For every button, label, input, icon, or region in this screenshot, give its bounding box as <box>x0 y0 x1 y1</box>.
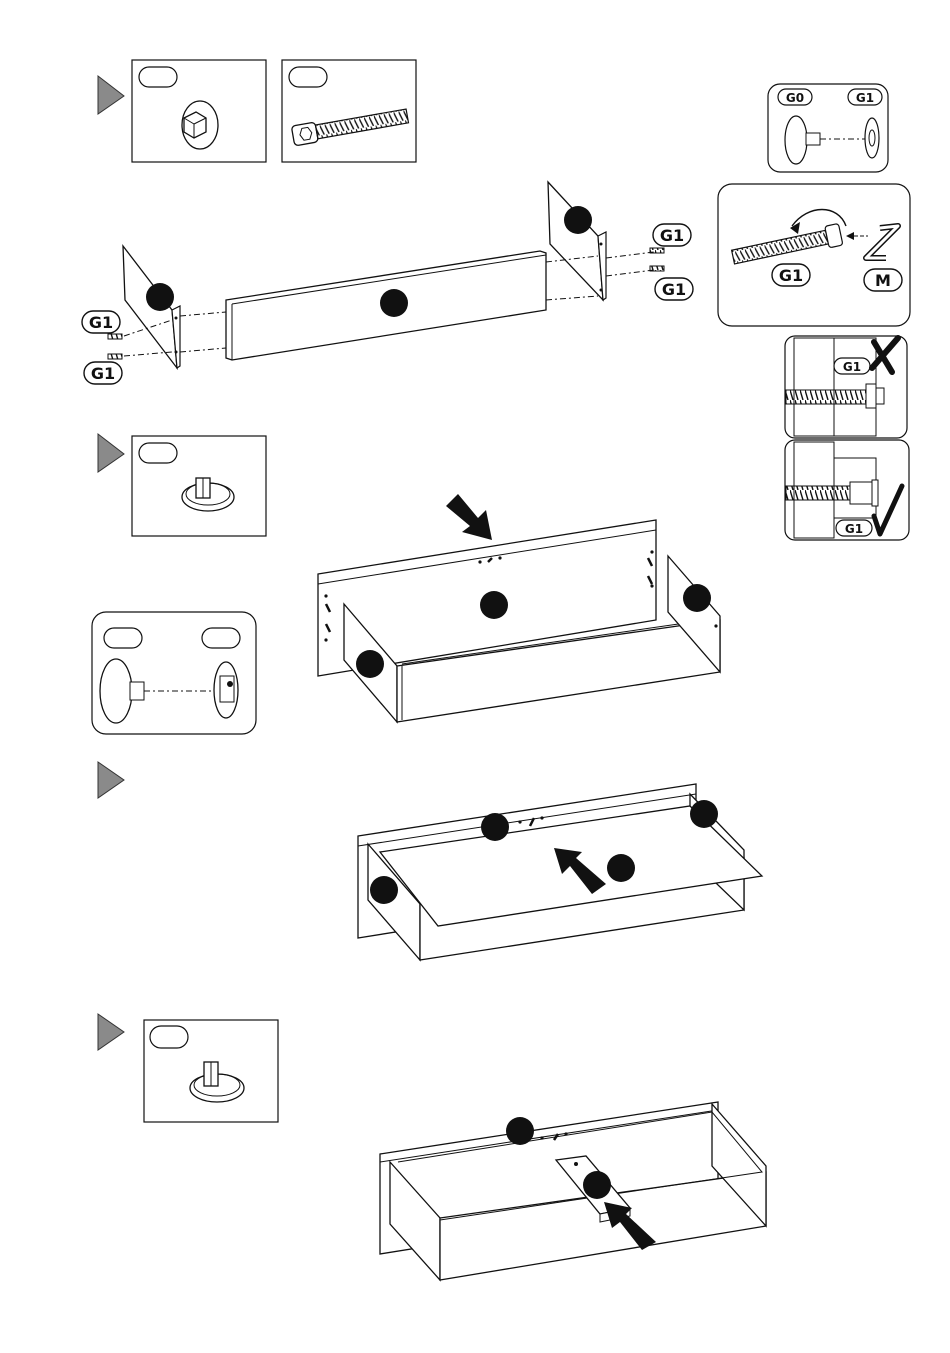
bolt-allen-key-inset: G1 M <box>718 184 910 326</box>
step-2-marker-icon <box>98 434 124 472</box>
part-marker <box>146 283 174 311</box>
step-1-marker-icon <box>98 76 124 114</box>
g1-callout: G1 <box>84 362 122 384</box>
bolt-head-icon <box>865 118 879 158</box>
label-g0: G0 <box>786 91 804 105</box>
part-code-tag <box>139 443 177 463</box>
part-box-connector-bolt <box>282 60 416 162</box>
cam-alignment-inset: G0 G1 <box>768 84 888 172</box>
cam-detail-inset <box>92 612 256 734</box>
step-3-marker-icon <box>98 762 124 798</box>
part-marker <box>607 854 635 882</box>
cam-lock-icon <box>182 101 218 149</box>
part-box-cam-lock-3 <box>144 1020 278 1122</box>
correct-insertion-inset: G1 <box>785 440 909 540</box>
part-marker <box>481 813 509 841</box>
part-code-tag <box>139 67 177 87</box>
label-g1: G1 <box>779 266 803 285</box>
svg-text:G1: G1 <box>845 522 863 536</box>
g1-callout: G1 <box>655 278 693 300</box>
svg-text:G1: G1 <box>662 280 686 299</box>
step-4-marker-icon <box>98 1014 124 1050</box>
svg-text:G1: G1 <box>89 313 113 332</box>
label-m: M <box>875 271 891 290</box>
svg-text:G1: G1 <box>91 364 115 383</box>
g1-callout: G1 <box>653 224 691 246</box>
part-code-tag <box>150 1026 188 1048</box>
exploded-panels <box>108 182 664 368</box>
part-marker <box>690 800 718 828</box>
part-marker <box>380 289 408 317</box>
assembly-step-3 <box>358 784 762 960</box>
part-marker <box>480 591 508 619</box>
svg-text:G1: G1 <box>843 360 861 374</box>
cam-head-icon <box>785 116 807 164</box>
part-marker <box>356 650 384 678</box>
svg-text:G1: G1 <box>660 226 684 245</box>
incorrect-insertion-inset: G1 <box>785 336 907 438</box>
part-code-tag <box>289 67 327 87</box>
down-arrow-icon <box>446 494 492 540</box>
part-marker <box>564 206 592 234</box>
part-marker <box>370 876 398 904</box>
part-box-cam-lock <box>132 60 266 162</box>
g1-callout: G1 <box>82 311 120 333</box>
label-g1: G1 <box>856 91 874 105</box>
assembly-step-2 <box>318 520 720 722</box>
part-marker <box>506 1117 534 1145</box>
part-marker <box>683 584 711 612</box>
part-box-cam-lock-2 <box>132 436 266 536</box>
part-marker <box>583 1171 611 1199</box>
assembly-step-4 <box>380 1102 766 1280</box>
